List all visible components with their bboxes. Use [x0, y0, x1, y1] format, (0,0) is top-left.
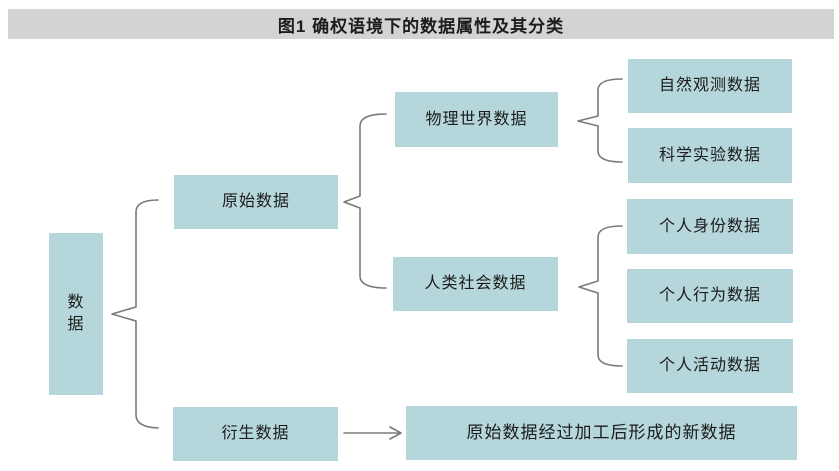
node-derived-data-note: 原始数据经过加工后形成的新数据: [406, 406, 797, 460]
node-personal-activity-data: 个人活动数据: [627, 339, 793, 393]
figure-title: 图1 确权语境下的数据属性及其分类: [277, 16, 565, 36]
node-natural-observation-data: 自然观测数据: [628, 59, 792, 113]
node-personal-activity-data-label: 个人活动数据: [658, 357, 761, 374]
node-raw-data: 原始数据: [174, 175, 338, 229]
node-natural-observation-data-label: 自然观测数据: [658, 77, 761, 94]
node-scientific-experiment-data-label: 科学实验数据: [658, 146, 761, 164]
brace-human-society-connector: [578, 225, 623, 367]
brace-root-connector: [111, 199, 159, 429]
node-human-society-data: 人类社会数据: [393, 257, 558, 311]
node-scientific-experiment-data: 科学实验数据: [628, 128, 792, 183]
node-physical-world-data: 物理世界数据: [395, 92, 558, 147]
node-personal-behavior-data-label: 个人行为数据: [658, 287, 761, 304]
node-raw-data-label: 原始数据: [221, 193, 290, 210]
arrow-connector: [343, 426, 402, 440]
node-personal-behavior-data: 个人行为数据: [627, 269, 793, 323]
node-human-society-data-label: 人类社会数据: [424, 275, 527, 292]
node-derived-data-label: 衍生数据: [221, 425, 290, 442]
brace-physical-world-connector: [577, 78, 623, 163]
node-derived-data-note-label: 原始数据经过加工后形成的新数据: [466, 423, 737, 443]
node-physical-world-data-label: 物理世界数据: [425, 110, 528, 128]
node-derived-data: 衍生数据: [173, 407, 338, 461]
node-data-label: 数据: [67, 294, 85, 333]
node-data: 数据: [49, 233, 103, 395]
brace-raw-data-connector: [343, 113, 387, 289]
node-personal-identity-data-label: 个人身份数据: [658, 217, 761, 235]
node-personal-identity-data: 个人身份数据: [627, 199, 793, 254]
figure-title-band: 图1 确权语境下的数据属性及其分类: [8, 9, 834, 39]
